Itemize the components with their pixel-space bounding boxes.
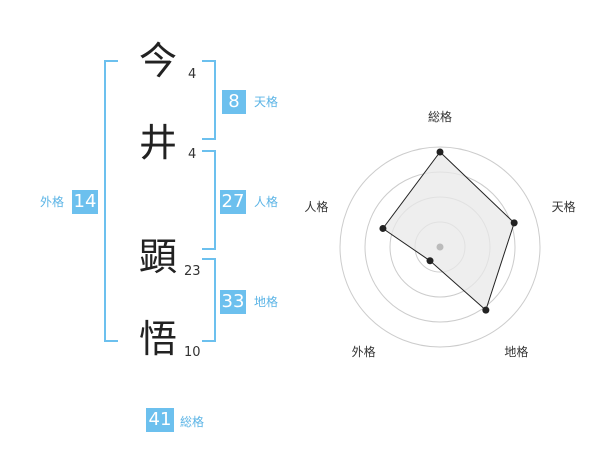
radar-point xyxy=(482,306,490,314)
gaikaku-bracket xyxy=(104,60,118,342)
name-char-3: 顕 xyxy=(138,235,177,279)
soukaku-label: 総格 xyxy=(180,415,205,429)
radar-axis-label: 天格 xyxy=(552,199,576,214)
name-char-2: 井 xyxy=(138,121,177,165)
soukaku-value: 41 xyxy=(146,408,174,432)
gaikaku-value: 14 xyxy=(72,190,98,214)
radar-axis-label: 総格 xyxy=(428,109,452,124)
name-char-1: 今 xyxy=(138,39,177,83)
chikaku-label: 地格 xyxy=(254,295,279,309)
radar-axis-label: 地格 xyxy=(504,344,528,359)
stroke-count-3: 23 xyxy=(184,264,201,279)
jinkaku-bracket xyxy=(202,150,216,250)
chikaku-value: 33 xyxy=(220,290,246,314)
jinkaku-value: 27 xyxy=(220,190,246,214)
radar-points xyxy=(379,148,518,314)
radar-axis-label: 外格 xyxy=(352,344,376,359)
stroke-count-2: 4 xyxy=(188,147,197,162)
radar-point xyxy=(510,219,518,227)
radar-point xyxy=(379,224,387,232)
tenkaku-bracket xyxy=(202,60,216,140)
tenkaku-label: 天格 xyxy=(254,95,279,109)
radar-polygon xyxy=(382,151,515,311)
radar-ring xyxy=(339,146,541,348)
jinkaku-label: 人格 xyxy=(254,195,279,209)
tenkaku-value: 8 xyxy=(222,90,246,114)
gaikaku-label: 外格 xyxy=(40,195,65,209)
radar-axis-label: 人格 xyxy=(304,199,328,214)
stroke-count-1: 4 xyxy=(188,67,197,82)
stroke-count-4: 10 xyxy=(184,345,201,360)
radar-point xyxy=(436,148,444,156)
radar-center-dot xyxy=(436,243,444,251)
chikaku-bracket xyxy=(202,258,216,342)
name-char-4: 悟 xyxy=(138,317,177,361)
radar-point xyxy=(426,257,434,265)
